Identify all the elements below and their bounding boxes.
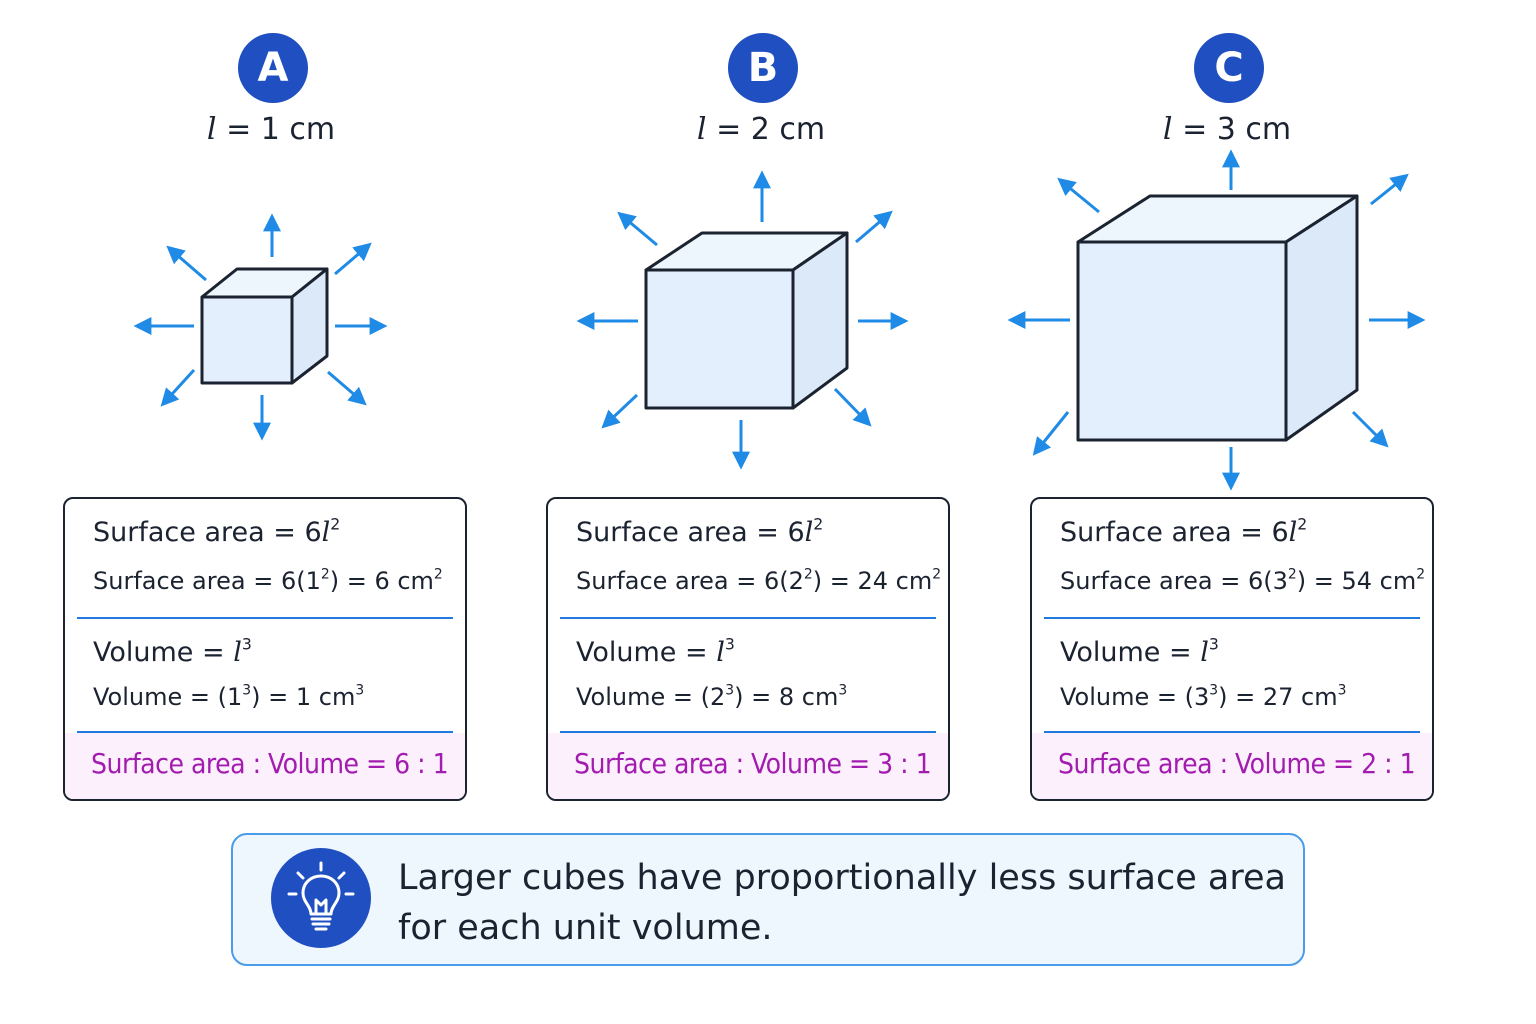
length-variable: l — [321, 517, 331, 548]
expansion-arrow-icon — [601, 393, 639, 429]
divider — [1044, 617, 1420, 619]
divider — [560, 731, 936, 733]
exponent: 2 — [330, 514, 341, 534]
length-variable: l — [1200, 637, 1209, 668]
volume-calculation: Volume = (13) = 1 cm3 — [93, 683, 455, 711]
volume-calculation: Volume = (23) = 8 cm3 — [576, 683, 938, 711]
expansion-arrow-icon — [855, 210, 893, 244]
length-variable: l — [804, 517, 814, 548]
surface-calc-result: ) = 24 cm — [812, 567, 933, 595]
expansion-arrow-icon — [327, 370, 367, 406]
unit-exponent: 3 — [355, 682, 365, 699]
expansion-arrow-icon — [166, 245, 207, 282]
cube-a-card: Surface area = 6l2 Surface area = 6(12) … — [63, 497, 467, 801]
lightbulb-icon — [271, 848, 371, 948]
volume-calculation: Volume = (33) = 27 cm3 — [1060, 683, 1422, 711]
length-variable: l — [716, 637, 725, 668]
exponent: 3 — [724, 634, 735, 654]
volume-calc-result: ) = 8 cm — [734, 683, 839, 711]
cube-b-length: l = 2 cm — [641, 112, 881, 147]
length-variable: l — [206, 112, 217, 147]
ratio-label: Surface area : Volume = 6 : 1 — [65, 733, 465, 799]
surface-calc-result: ) = 54 cm — [1296, 567, 1417, 595]
volume-formula-text: Volume = — [576, 637, 717, 668]
expansion-arrow-icon — [1370, 173, 1409, 206]
exponent: 3 — [242, 682, 252, 699]
expansion-arrow-icon — [1032, 411, 1070, 456]
volume-formula: Volume = l3 — [93, 634, 455, 668]
cube-a-icon — [200, 267, 329, 385]
length-variable: l — [696, 112, 707, 147]
exponent: 2 — [803, 566, 813, 583]
volume-calc-text: Volume = (3 — [1060, 683, 1210, 711]
exponent: 2 — [813, 514, 824, 534]
surface-formula-text: Surface area = 6 — [576, 517, 805, 548]
divider — [1044, 731, 1420, 733]
ratio-label: Surface area : Volume = 2 : 1 — [1032, 733, 1432, 799]
length-variable: l — [233, 637, 242, 668]
exponent: 3 — [241, 634, 252, 654]
unit-exponent: 2 — [932, 566, 942, 583]
cube-c-badge: C — [1194, 33, 1264, 103]
divider — [560, 617, 936, 619]
volume-calc-result: ) = 1 cm — [251, 683, 356, 711]
length-value: = 2 cm — [716, 112, 826, 147]
length-value: = 1 cm — [226, 112, 336, 147]
unit-exponent: 2 — [1416, 566, 1426, 583]
surface-calc-text: Surface area = 6(1 — [93, 567, 321, 595]
unit-exponent: 3 — [1337, 682, 1347, 699]
surface-formula-text: Surface area = 6 — [1060, 517, 1289, 548]
volume-formula: Volume = l3 — [576, 634, 938, 668]
exponent: 2 — [1297, 514, 1308, 534]
cube-b-card: Surface area = 6l2 Surface area = 6(22) … — [546, 497, 950, 801]
length-value: = 3 cm — [1182, 112, 1292, 147]
cube-b-badge: B — [728, 33, 798, 103]
volume-formula-text: Volume = — [1060, 637, 1201, 668]
length-variable: l — [1162, 112, 1173, 147]
expansion-arrow-icon — [617, 211, 658, 247]
cube-c-icon — [1076, 194, 1359, 442]
expansion-arrow-icon — [160, 368, 196, 407]
unit-exponent: 3 — [838, 682, 848, 699]
exponent: 2 — [320, 566, 330, 583]
cube-b-icon — [644, 231, 849, 410]
surface-formula: Surface area = 6l2 — [576, 514, 938, 548]
surface-formula: Surface area = 6l2 — [93, 514, 455, 548]
cube-c-card: Surface area = 6l2 Surface area = 6(32) … — [1030, 497, 1434, 801]
cube-a-length: l = 1 cm — [151, 112, 391, 147]
expansion-arrow-icon — [1057, 177, 1100, 214]
surface-calc-result: ) = 6 cm — [329, 567, 434, 595]
ratio-label: Surface area : Volume = 3 : 1 — [548, 733, 948, 799]
surface-calculation: Surface area = 6(12) = 6 cm2 — [93, 567, 455, 595]
volume-calc-result: ) = 27 cm — [1218, 683, 1338, 711]
unit-exponent: 2 — [433, 566, 443, 583]
surface-calculation: Surface area = 6(22) = 24 cm2 — [576, 566, 942, 595]
surface-formula: Surface area = 6l2 — [1060, 514, 1422, 548]
exponent: 2 — [1287, 566, 1297, 583]
volume-calc-text: Volume = (2 — [576, 683, 726, 711]
expansion-arrow-icon — [833, 387, 872, 427]
divider — [77, 731, 453, 733]
expansion-arrow-icon — [1351, 410, 1389, 448]
exponent: 3 — [1208, 634, 1219, 654]
insight-box: Larger cubes have proportionally less su… — [231, 833, 1305, 966]
surface-calc-text: Surface area = 6(3 — [1060, 567, 1288, 595]
exponent: 3 — [725, 682, 735, 699]
volume-formula-text: Volume = — [93, 637, 234, 668]
insight-text: Larger cubes have proportionally less su… — [398, 858, 1286, 948]
cube-c-length: l = 3 cm — [1107, 112, 1347, 147]
divider — [77, 617, 453, 619]
surface-calculation: Surface area = 6(32) = 54 cm2 — [1060, 566, 1426, 595]
exponent: 3 — [1209, 682, 1219, 699]
surface-calc-text: Surface area = 6(2 — [576, 567, 804, 595]
length-variable: l — [1288, 517, 1298, 548]
expansion-arrow-icon — [334, 242, 372, 276]
volume-formula: Volume = l3 — [1060, 634, 1422, 668]
volume-calc-text: Volume = (1 — [93, 683, 243, 711]
cube-a-badge: A — [238, 33, 308, 103]
surface-formula-text: Surface area = 6 — [93, 517, 322, 548]
